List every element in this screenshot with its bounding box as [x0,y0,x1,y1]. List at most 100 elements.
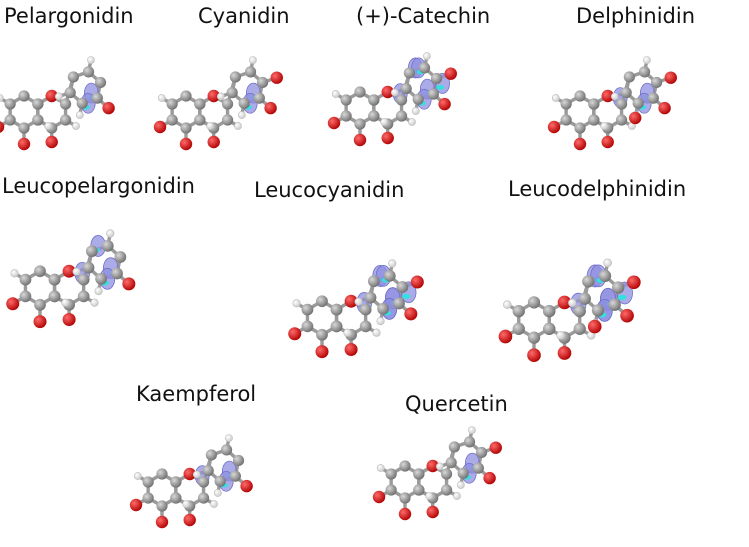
carbon-atom [440,468,453,480]
carbon-atom [448,441,460,453]
hydrogen-atom [503,300,512,309]
carbon-atom [197,492,210,504]
carbon-atom [543,322,556,335]
oxygen-atom [122,277,136,291]
carbon-atom [194,114,206,126]
oxygen-atom [557,346,572,360]
oxygen-atom [398,507,412,521]
carbon-atom [598,269,612,283]
oxygen-atom [264,101,277,115]
hydrogen-atom [551,94,560,102]
carbon-atom [221,98,234,110]
oxygen-atom [557,295,572,310]
hydrogen-atom [44,122,53,130]
label-cyanidin: Cyanidin [198,4,290,28]
carbon-atom [214,475,226,487]
carbon-atom [330,320,343,333]
carbon-atom [142,476,154,488]
molecule-leucodelphinidin [498,258,641,363]
oxygen-atom [327,116,341,130]
carbon-atom [114,251,127,263]
oxygen-atom [179,137,193,151]
oxygen-atom [527,348,541,363]
oxygen-atom [483,471,496,485]
hydrogen-atom [234,122,242,130]
carbon-atom [32,114,44,126]
hydrogen-atom [94,287,103,296]
carbon-atom [457,467,469,479]
carbon-atom [19,273,32,286]
carbon-atom [95,272,107,285]
hydrogen-atom [376,317,385,326]
oxygen-atom [410,275,424,289]
carbon-atom [395,94,408,106]
carbon-atom [316,328,328,341]
hydrogen-atom [380,118,389,126]
carbon-atom [111,267,123,280]
hydrogen-atom [133,472,142,480]
carbon-atom [400,83,412,95]
carbon-atom [615,114,628,126]
carbon-atom [543,305,556,318]
oxygen-atom [664,71,677,84]
carbon-atom [77,290,90,303]
carbon-atom [512,305,525,318]
hydrogen-atom [568,298,577,308]
carbon-atom [301,320,314,333]
carbon-atom [623,71,635,83]
hydrogen-atom [453,492,461,500]
hydrogen-atom [411,107,420,115]
label-catechin: (+)-Catechin [356,4,491,28]
label-pelargonidin: Pelargonidin [4,4,134,28]
carbon-atom [156,500,168,512]
label-leucodelphinidin: Leucodelphinidin [508,177,687,201]
hydrogen-atom [61,298,70,307]
oxygen-atom [129,498,143,512]
hydrogen-atom [425,492,434,500]
hydrogen-atom [343,328,352,337]
carbon-atom [427,88,439,100]
oxygen-atom [240,479,253,493]
oxygen-atom [498,329,513,344]
carbon-atom [396,281,409,293]
oxygen-atom [547,120,561,134]
oxygen-atom [344,342,358,357]
hydrogen-atom [206,122,215,130]
carbon-atom [413,484,425,496]
oxygen-atom [489,441,502,454]
carbon-atom [512,322,525,335]
oxygen-atom [587,319,602,334]
carbon-atom [301,303,314,316]
carbon-atom [244,66,257,78]
carbon-atom [170,476,182,488]
molecule-leucocyanidin [288,259,424,359]
oxygen-atom [6,297,20,311]
hydrogen-atom [72,267,81,276]
carbon-atom [156,468,168,480]
carbon-atom [560,114,572,126]
oxygen-atom [153,120,167,134]
carbon-atom [395,110,408,122]
hydrogen-atom [643,56,651,65]
carbon-atom [76,97,88,109]
carbon-atom [340,110,352,122]
oxygen-atom [353,133,367,147]
carbon-atom [574,122,586,134]
carbon-atom [445,457,457,469]
oxygen-atom [155,515,169,529]
carbon-atom [413,468,425,480]
oxygen-atom [601,135,614,149]
carbon-atom [608,298,621,311]
hydrogen-atom [456,481,465,489]
oxygen-atom [62,312,76,327]
carbon-atom [383,269,396,282]
molecule-catechin [327,52,457,147]
label-kaempferol: Kaempferol [136,382,257,406]
carbon-atom [620,87,632,99]
carbon-atom [4,98,16,110]
carbon-atom [91,92,103,104]
molecule-delphinidin [547,56,677,151]
carbon-atom [399,460,411,472]
carbon-atom [64,87,76,99]
